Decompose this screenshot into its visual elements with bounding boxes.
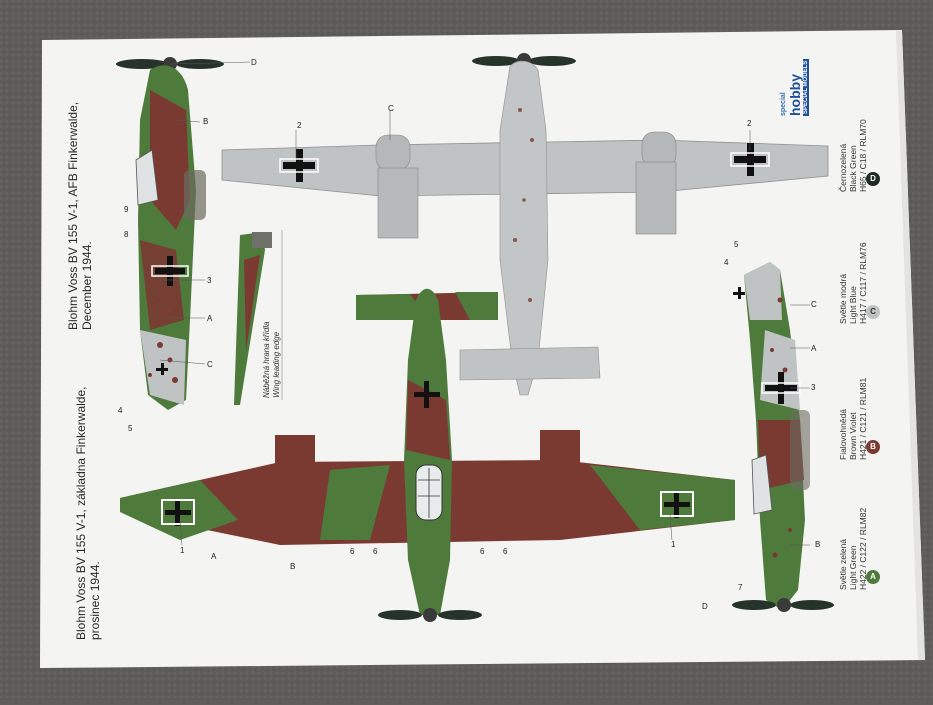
- callout-d-bottom-right: D: [702, 602, 708, 611]
- legend-a-code: H422 / C122 / RLM82: [858, 507, 868, 590]
- callout-5-right: 5: [734, 240, 739, 249]
- underside-cross-right: [730, 143, 770, 176]
- legend-a-swatch: A: [866, 570, 880, 584]
- topside-cross-left: [161, 499, 195, 526]
- legend-b-code: H421 / C121 / RLM81: [858, 377, 868, 460]
- wing-leading-edge-note: Náběžná hrana křídla Wing leading edge: [262, 322, 282, 399]
- callout-a-bottom: A: [211, 552, 217, 561]
- title-cz-line2: prosinec 1944.: [88, 561, 102, 640]
- callout-2-right: 2: [747, 119, 752, 128]
- legend-c-cz: Světle modrá: [838, 273, 848, 324]
- callout-1-left: 1: [180, 546, 185, 555]
- topside-view: [120, 288, 735, 622]
- callout-c-left: C: [207, 360, 213, 369]
- callout-b-left: B: [203, 117, 209, 126]
- right-side-profile: [732, 262, 834, 612]
- callout-a-right: A: [811, 344, 817, 353]
- legend-d-cz: Černozelená: [838, 143, 848, 192]
- callout-4-left: 4: [118, 406, 123, 415]
- brand-line2: hobby: [787, 74, 803, 116]
- legend-d-code: H65 / C18 / RLM70: [858, 119, 868, 192]
- legend-c-en: Light Blue: [848, 286, 858, 324]
- title-en-line1: Blohm Voss BV 155 V-1, AFB Finkerwalde,: [66, 101, 80, 330]
- callout-a-left: A: [207, 314, 213, 323]
- callout-7: 7: [738, 583, 743, 592]
- callout-5-left: 5: [128, 424, 133, 433]
- underside-cross-left: [279, 149, 319, 182]
- callout-9: 9: [124, 205, 129, 214]
- callout-4-right: 4: [724, 258, 729, 267]
- note-cz: Náběžná hrana křídla: [262, 321, 271, 399]
- callout-3-right: 3: [811, 383, 816, 392]
- legend-d-text: Černozelená Black Green H65 / C18 / RLM7…: [838, 119, 868, 192]
- legend-a-cz: Světle zelená: [838, 538, 848, 590]
- callout-c-top: C: [388, 104, 394, 113]
- callout-6-d: 6: [503, 547, 508, 556]
- brand-logo: special hobby SPECIAL MODELS: [780, 58, 809, 116]
- topside-cross-right: [660, 491, 694, 518]
- legend-c-text: Světle modrá Light Blue H417 / C117 / RL…: [838, 242, 868, 324]
- legend-d-en: Black Green: [848, 145, 858, 192]
- title-cz: Blohm Voss BV 155 V-1, základna Finkerwa…: [74, 387, 102, 640]
- callout-2-left: 2: [297, 121, 302, 130]
- underside-view: [221, 53, 829, 396]
- legend-c-code: H417 / C117 / RLM76: [858, 242, 868, 324]
- brand-line3: SPECIAL MODELS: [803, 58, 809, 116]
- legend-a-text: Světle zelená Light Green H422 / C122 / …: [838, 508, 868, 590]
- callout-6-b: 6: [373, 547, 378, 556]
- note-en: Wing leading edge: [272, 331, 281, 398]
- callout-c-right: C: [811, 300, 817, 309]
- left-side-profile: [116, 57, 224, 410]
- brand-line1: special: [780, 92, 787, 116]
- fuselage-cross: [414, 381, 440, 408]
- legend-b-cz: Fialovohnědá: [838, 408, 848, 460]
- legend-c-swatch: C: [866, 305, 880, 319]
- legend-a-en: Light Green: [848, 545, 858, 590]
- callout-3-left: 3: [207, 276, 212, 285]
- callout-8: 8: [124, 230, 129, 239]
- callout-6-c: 6: [480, 547, 485, 556]
- callout-b-bottom: B: [290, 562, 296, 571]
- title-en-line2: December 1944.: [80, 241, 94, 330]
- legend-b-text: Fialovohnědá Brown Violet H421 / C121 / …: [838, 378, 868, 460]
- legend-b-swatch: B: [866, 440, 880, 454]
- legend-d-swatch: D: [866, 172, 880, 186]
- wing-leading-edge-detail: [234, 230, 283, 405]
- legend-b-en: Brown Violet: [848, 412, 858, 460]
- callout-6-a: 6: [350, 547, 355, 556]
- callout-d-top-left: D: [251, 58, 257, 67]
- callout-b-right: B: [815, 540, 821, 549]
- title-cz-line1: Blohm Voss BV 155 V-1, základna Finkerwa…: [74, 386, 88, 640]
- title-en: Blohm Voss BV 155 V-1, AFB Finkerwalde, …: [66, 102, 94, 330]
- callout-1-right: 1: [671, 540, 676, 549]
